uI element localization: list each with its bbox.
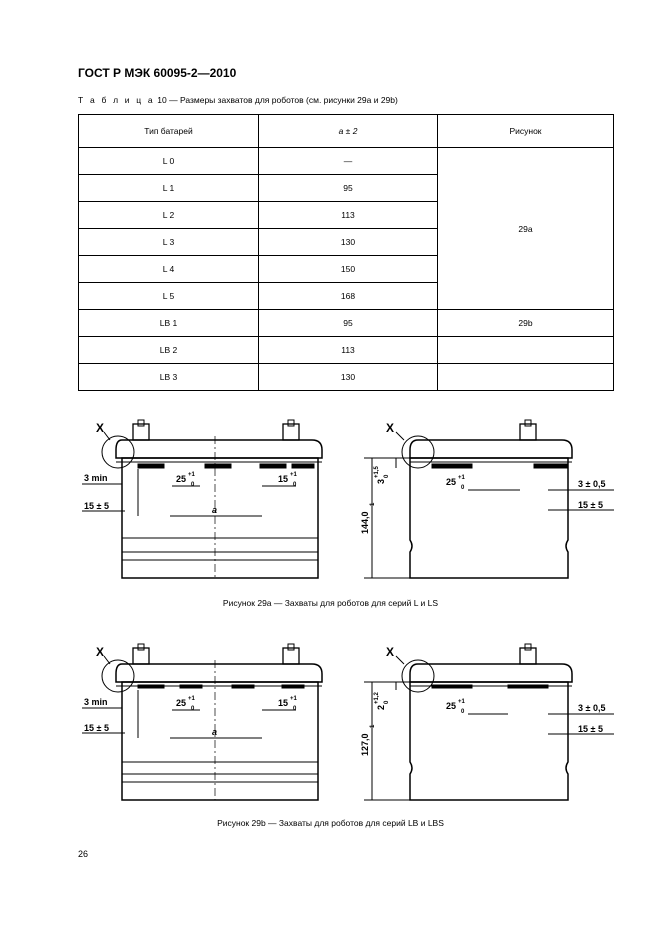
fig-b-side-label: 3 ± 0,5: [578, 703, 605, 713]
table-caption: Т а б л и ц а 10 — Размеры захватов для …: [78, 95, 398, 105]
fig-b-height-label: 127,0: [360, 733, 370, 756]
cell-a: 130: [258, 363, 438, 391]
table-caption-text: — Размеры захватов для роботов (см. рису…: [169, 95, 398, 105]
fig-a-x-label-side: X: [386, 421, 394, 435]
fig-b-width-tol-side: +1: [458, 699, 466, 705]
fig-b-width2-label: 15: [278, 698, 288, 708]
fig-a-x-label: X: [96, 421, 104, 435]
fig-a-width2-tol0: 0: [293, 482, 297, 488]
fig-b-width2-tol: +1: [290, 696, 298, 702]
page-number: 26: [78, 849, 89, 859]
fig-a-top-label: 3: [376, 479, 386, 484]
battery-front-view: [82, 419, 323, 579]
document-header: ГОСТ Р МЭК 60095-2—2010: [78, 66, 237, 80]
fig-b-min-label: 3 min: [84, 697, 108, 707]
fig-b-width2-tol0: 0: [293, 706, 297, 712]
fig-a-width-tol0: 0: [191, 482, 195, 488]
fig-a-width-tol-side: +1: [458, 475, 466, 481]
fig-b-top-tol: +1,2: [374, 691, 380, 704]
cell-type: L 2: [78, 201, 259, 229]
fig-a-side-label: 3 ± 0,5: [578, 479, 605, 489]
figure-29b-caption: Рисунок 29b — Захваты для роботов для се…: [217, 818, 444, 828]
fig-a-edge2-label: 15 ± 5: [578, 500, 603, 510]
table-caption-prefix: Т а б л и ц а: [78, 95, 155, 105]
gripper-dimensions-table: Тип батарей а ± 2 Рисунок L 0 — 29a L 1 …: [78, 114, 614, 391]
table-caption-number: 10: [157, 95, 167, 105]
fig-b-x-label-side: X: [386, 645, 394, 659]
figure-29a-caption: Рисунок 29a — Захваты для роботов для се…: [222, 598, 439, 608]
cell-a: 168: [258, 282, 438, 310]
cell-type: L 1: [78, 174, 259, 202]
cell-type: L 5: [78, 282, 259, 310]
fig-a-width-label: 25: [176, 474, 186, 484]
fig-b-edge-label: 15 ± 5: [84, 723, 109, 733]
cell-figure-empty: [437, 336, 614, 364]
cell-type: LB 1: [78, 309, 259, 337]
fig-a-a-label: a: [212, 505, 217, 515]
column-header-a: а ± 2: [258, 114, 438, 148]
fig-a-width-tol: +1: [188, 472, 196, 478]
cell-figure-29b: 29b: [437, 309, 614, 337]
battery-front-view: [82, 643, 323, 801]
cell-type: L 3: [78, 228, 259, 256]
cell-a: 130: [258, 228, 438, 256]
fig-b-height-tol: -1: [370, 724, 376, 730]
cell-type: LB 2: [78, 336, 259, 364]
cell-a: —: [258, 147, 438, 175]
fig-a-width2-label: 15: [278, 474, 288, 484]
fig-a-edge-label: 15 ± 5: [84, 501, 109, 511]
cell-type: LB 3: [78, 363, 259, 391]
fig-b-width-label: 25: [176, 698, 186, 708]
cell-a: 150: [258, 255, 438, 283]
fig-a-top-tol: +1,5: [374, 465, 380, 478]
column-header-a-text: а ± 2: [338, 126, 358, 136]
cell-figure-29a: 29a: [437, 147, 614, 310]
fig-b-edge2-label: 15 ± 5: [578, 724, 603, 734]
fig-b-width-tol0: 0: [191, 706, 195, 712]
fig-b-a-label: a: [212, 727, 217, 737]
table-row: LB 3 130: [78, 363, 614, 391]
fig-a-width-label-side: 25: [446, 477, 456, 487]
cell-type: L 0: [78, 147, 259, 175]
fig-a-width-tol0-side: 0: [461, 485, 465, 491]
cell-a: 113: [258, 336, 438, 364]
fig-a-height-label: 144,0: [360, 511, 370, 534]
column-header-battery-type: Тип батарей: [78, 114, 259, 148]
battery-side-view: [364, 419, 614, 579]
cell-type: L 4: [78, 255, 259, 283]
cell-a: 113: [258, 201, 438, 229]
table-row: L 0 — 29a: [78, 147, 614, 310]
fig-a-min-label: 3 min: [84, 473, 108, 483]
fig-b-x-label: X: [96, 645, 104, 659]
table-row: LB 1 95 29b: [78, 309, 614, 337]
fig-b-width-label-side: 25: [446, 701, 456, 711]
cell-a: 95: [258, 309, 438, 337]
table-row: LB 2 113: [78, 336, 614, 364]
fig-a-height-tol: -1: [370, 502, 376, 508]
battery-side-view: [364, 643, 614, 801]
fig-b-width-tol0-side: 0: [461, 709, 465, 715]
fig-a-top-tol0: 0: [384, 474, 390, 478]
fig-a-width2-tol: +1: [290, 472, 298, 478]
fig-b-top-tol0: 0: [384, 700, 390, 704]
table-row: L 5 168: [78, 282, 614, 310]
fig-b-width-tol: +1: [188, 696, 196, 702]
fig-b-top-label: 2: [376, 705, 386, 710]
table-row: L 3 130: [78, 228, 614, 256]
table-header-row: Тип батарей а ± 2 Рисунок: [78, 114, 614, 148]
column-header-figure: Рисунок: [437, 114, 614, 148]
figure-29b-drawing: X 3 min 15 ± 5 25 +1 0 15 +1 0 a X 25 +1…: [82, 643, 614, 801]
cell-figure-empty: [437, 363, 614, 391]
figure-29a-drawing: X 3 min 15 ± 5 25 +1 0 15 +1 0 a X 25 +1…: [82, 419, 614, 579]
cell-a: 95: [258, 174, 438, 202]
